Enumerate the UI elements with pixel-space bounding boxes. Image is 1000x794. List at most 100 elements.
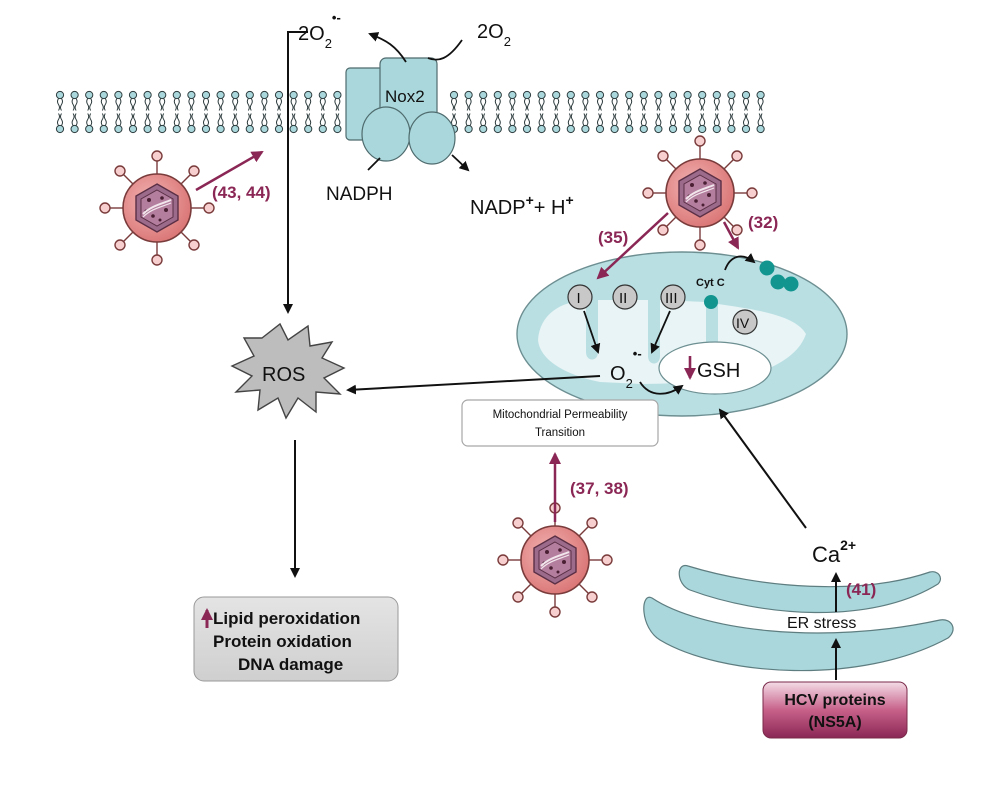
ros-burst: ROS	[230, 322, 346, 420]
lipid-pair	[610, 90, 619, 134]
lipid-pair	[581, 90, 590, 134]
lipid-pair	[114, 90, 123, 134]
calcium-label: Ca2+	[812, 537, 856, 567]
lipid-pair	[274, 90, 284, 134]
lipid-pair	[260, 90, 269, 134]
complex-iv: IV	[732, 309, 758, 335]
lipid-pair	[522, 90, 532, 134]
outcome-lipid: Lipid peroxidation	[213, 609, 360, 628]
complex-i-to-superoxide-arrow	[583, 310, 601, 354]
hcv-proteins-box: HCV proteins (NS5A)	[762, 681, 908, 739]
lipid-pair	[668, 90, 678, 134]
released-cyt-c-3	[783, 276, 799, 292]
cyt-c-label: Cyt C	[696, 277, 725, 289]
lipid-pair	[552, 90, 561, 134]
lipid-pair	[595, 90, 605, 134]
ros-label: ROS	[262, 364, 305, 386]
er-stress-label: ER stress	[787, 615, 856, 632]
gsh-label: GSH	[697, 360, 740, 382]
lipid-pair	[99, 90, 108, 134]
superoxide-to-ros-arrow	[283, 31, 308, 314]
lipid-pair	[231, 90, 240, 134]
outcome-protein: Protein oxidation	[213, 632, 352, 651]
oxygen-to-nox-line	[427, 39, 463, 61]
lipid-pair	[143, 90, 152, 134]
mpt-line-1: Mitochondrial Permeability	[493, 409, 628, 421]
nox-superoxide-label: 2O2•-	[298, 10, 341, 51]
lipid-pair	[654, 90, 663, 134]
hcv-cyt-c-arrow	[722, 221, 740, 250]
lipid-pair	[304, 90, 313, 134]
lipid-pair	[698, 90, 707, 134]
hcv-nox-arrow	[195, 150, 264, 192]
mpt-box: Mitochondrial Permeability Transition	[461, 399, 659, 447]
complex-iii-to-superoxide-arrow	[650, 310, 671, 354]
mito-superoxide-label: O2•-	[610, 346, 642, 391]
ref-cyt-c: (32)	[748, 213, 778, 232]
ref-nox: (43, 44)	[212, 183, 271, 202]
mitochondrion	[516, 251, 848, 417]
cyt-c-release-arrow	[724, 253, 756, 271]
nadp-label: NADP++ H+	[470, 192, 574, 219]
ref-mpt: (37, 38)	[570, 479, 629, 498]
svg-text:I: I	[577, 290, 581, 307]
hcv-proteins-line-1: HCV proteins	[784, 692, 885, 709]
lipid-pair	[683, 90, 692, 134]
svg-text:II: II	[619, 290, 627, 307]
endoplasmic-reticulum	[643, 565, 954, 672]
svg-text:IV: IV	[736, 315, 750, 331]
nox-superoxide-text: 2O2•-	[298, 10, 341, 51]
released-cyt-c-1	[759, 260, 775, 276]
lipid-pair	[625, 90, 634, 134]
nadph-line	[367, 157, 381, 171]
lipid-pair	[464, 90, 473, 134]
lipid-pair	[508, 90, 517, 134]
lipid-pair	[216, 90, 225, 134]
lipid-pair	[741, 90, 751, 134]
complex-iii: III	[660, 284, 686, 310]
lipid-pair	[85, 90, 94, 134]
nox-to-superoxide-arrow	[368, 32, 407, 63]
lipid-pair	[70, 90, 79, 134]
cyt-c-molecule	[704, 295, 718, 309]
superoxide-to-gsh-arrow	[639, 381, 684, 395]
mito-to-ros-arrow	[346, 375, 601, 395]
calcium-to-mito-arrow	[718, 408, 807, 529]
outcome-dna: DNA damage	[238, 655, 343, 674]
svg-text:III: III	[665, 290, 678, 307]
lipid-pair	[128, 90, 138, 134]
complex-ii: II	[612, 284, 638, 310]
hcv-complex-i-arrow	[596, 212, 669, 280]
lipid-pair	[727, 90, 736, 134]
lipid-pair	[289, 90, 298, 134]
lipid-pair	[172, 90, 181, 134]
lipid-pair	[333, 90, 342, 134]
lipid-pair	[201, 90, 211, 134]
complex-i: I	[567, 284, 593, 310]
lipid-pair	[712, 90, 721, 134]
released-cyt-c-2	[770, 274, 786, 290]
outcomes-box: Lipid peroxidation Protein oxidation DNA…	[193, 596, 399, 682]
lipid-pair	[537, 90, 546, 134]
nox2-label: Nox2	[385, 87, 425, 106]
lipid-pair	[479, 90, 488, 134]
mpt-line-2: Transition	[535, 427, 585, 439]
nadph-label: NADPH	[326, 184, 393, 205]
nox2-complex: Nox2	[345, 57, 456, 165]
lipid-pair	[318, 90, 327, 134]
ref-er: (41)	[846, 580, 876, 599]
hcv-virus-mito	[642, 135, 758, 251]
lipid-pair	[187, 90, 196, 134]
lipid-pair	[566, 90, 575, 134]
nadp-arrow	[451, 154, 470, 172]
lipid-pair	[756, 90, 765, 134]
lipid-pair	[55, 90, 65, 134]
lipid-pair	[639, 90, 648, 134]
ref-complex-i: (35)	[598, 228, 628, 247]
lipid-pair	[158, 90, 167, 134]
hcv-proteins-line-2: (NS5A)	[808, 714, 861, 731]
oxygen-label: 2O2	[477, 21, 511, 49]
lipid-pair	[245, 90, 254, 134]
